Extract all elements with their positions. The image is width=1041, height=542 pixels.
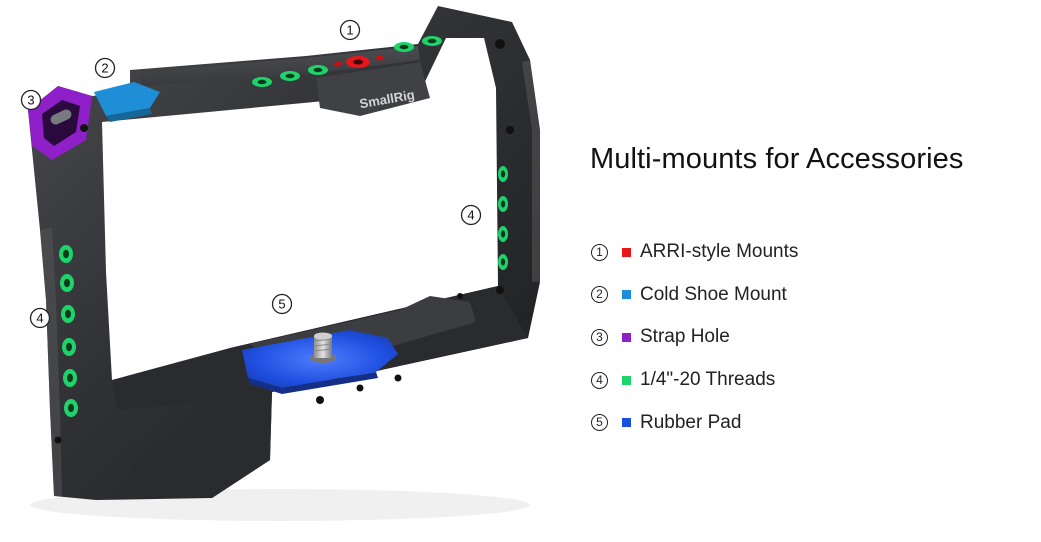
callout-2: 2 xyxy=(94,57,116,79)
legend-number: 1 xyxy=(591,243,608,261)
legend-label: 1/4"-20 Threads xyxy=(640,369,776,391)
legend-color-swatch xyxy=(622,247,631,257)
svg-text:1: 1 xyxy=(346,23,353,38)
cold-shoe-mount xyxy=(94,82,160,122)
legend-color-swatch xyxy=(622,375,631,385)
legend-item-cold-shoe: 2 Cold Shoe Mount xyxy=(591,281,798,309)
legend-number: 5 xyxy=(591,414,608,432)
legend-item-arri-mounts: 1 ARRI-style Mounts xyxy=(591,238,798,266)
arri-mount-markers xyxy=(334,55,384,68)
thread-holes xyxy=(54,36,514,444)
svg-text:5: 5 xyxy=(278,297,285,312)
callout-5: 5 xyxy=(271,293,293,315)
cage-base-plate xyxy=(112,286,528,498)
strap-hole xyxy=(28,86,92,160)
section-heading: Multi-mounts for Accessories xyxy=(590,143,964,175)
legend-number: 4 xyxy=(591,371,608,389)
legend-item-rubber-pad: 5 Rubber Pad xyxy=(591,409,798,437)
legend-item-strap-hole: 3 Strap Hole xyxy=(591,323,798,351)
legend-label: Rubber Pad xyxy=(640,411,742,433)
svg-text:2: 2 xyxy=(101,61,108,76)
legend-label: Cold Shoe Mount xyxy=(640,283,787,305)
legend-label: Strap Hole xyxy=(640,326,730,348)
callout-3: 3 xyxy=(20,89,42,111)
legend-color-swatch xyxy=(622,290,631,300)
legend-color-swatch xyxy=(622,332,631,342)
callout-4-right: 4 xyxy=(460,204,482,226)
svg-text:3: 3 xyxy=(27,93,34,108)
callout-1: 1 xyxy=(339,19,361,41)
legend-item-threads: 4 1/4"-20 Threads xyxy=(591,366,798,394)
feature-legend: 1 ARRI-style Mounts 2 Cold Shoe Mount 3 … xyxy=(591,238,798,451)
legend-label: ARRI-style Mounts xyxy=(640,241,799,262)
svg-text:4: 4 xyxy=(36,311,43,326)
legend-color-swatch xyxy=(622,418,631,428)
cage-frame xyxy=(28,6,540,500)
callout-4-left: 4 xyxy=(29,307,51,329)
camera-cage-image: SmallRig xyxy=(20,6,540,521)
legend-number: 2 xyxy=(591,286,608,304)
mounting-screw xyxy=(310,332,336,363)
svg-text:4: 4 xyxy=(467,208,474,223)
top-handle-block xyxy=(316,62,430,116)
legend-number: 3 xyxy=(591,328,608,346)
